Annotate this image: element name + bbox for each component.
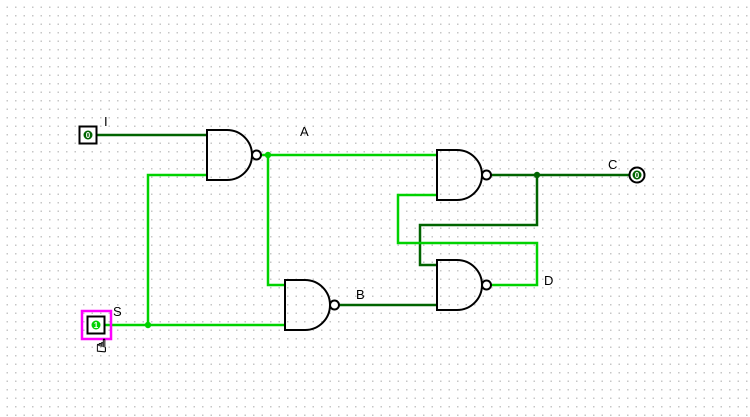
label-node-d: D — [544, 273, 553, 288]
wire-s-branch-to-gate1[interactable] — [146, 173, 207, 325]
poke-selection-caret — [80, 309, 113, 341]
nand-gate-1-body[interactable] — [206, 129, 253, 181]
nand-gate-2-body[interactable] — [284, 279, 331, 331]
nand-gate-4-body[interactable] — [436, 259, 483, 311]
input-pin-s-value-dot — [91, 320, 101, 330]
nand-gate-4-bubble-icon — [481, 279, 492, 291]
label-output-c: C — [608, 157, 617, 172]
junction-dot-a — [264, 151, 272, 159]
nand-gate-2-bubble-icon — [329, 299, 340, 311]
junction-dot-c — [533, 171, 541, 179]
nand-gate-4[interactable] — [436, 259, 492, 311]
nand-gate-1[interactable] — [206, 129, 262, 181]
label-input-s: S — [113, 304, 122, 319]
poke-cursor-icon: ☝ — [96, 336, 107, 357]
nand-gate-2[interactable] — [284, 279, 340, 331]
nand-gate-1-bubble-icon — [251, 149, 262, 161]
input-pin-s-value: 1 — [94, 321, 99, 330]
nand-gate-3-body[interactable] — [436, 149, 483, 201]
input-pin-i-value: 0 — [86, 131, 91, 140]
input-pin-i[interactable]: 0 — [78, 125, 98, 145]
label-node-b: B — [356, 287, 365, 302]
nand-gate-3[interactable] — [436, 149, 492, 201]
label-input-i: I — [104, 114, 108, 129]
output-pin-c[interactable]: 0 — [628, 166, 646, 184]
output-pin-c-value-dot — [632, 170, 642, 180]
label-node-a: A — [300, 124, 309, 139]
wire-a-branch-to-gate2[interactable] — [266, 155, 285, 287]
wire-c-feedback[interactable] — [418, 175, 539, 267]
input-pin-i-value-dot — [83, 130, 93, 140]
wire-d-feedback[interactable] — [396, 193, 539, 287]
input-pin-s[interactable]: 1 — [86, 315, 106, 335]
junction-dot-s — [144, 321, 152, 329]
nand-gate-3-bubble-icon — [481, 169, 492, 181]
output-pin-c-value: 0 — [635, 171, 640, 180]
